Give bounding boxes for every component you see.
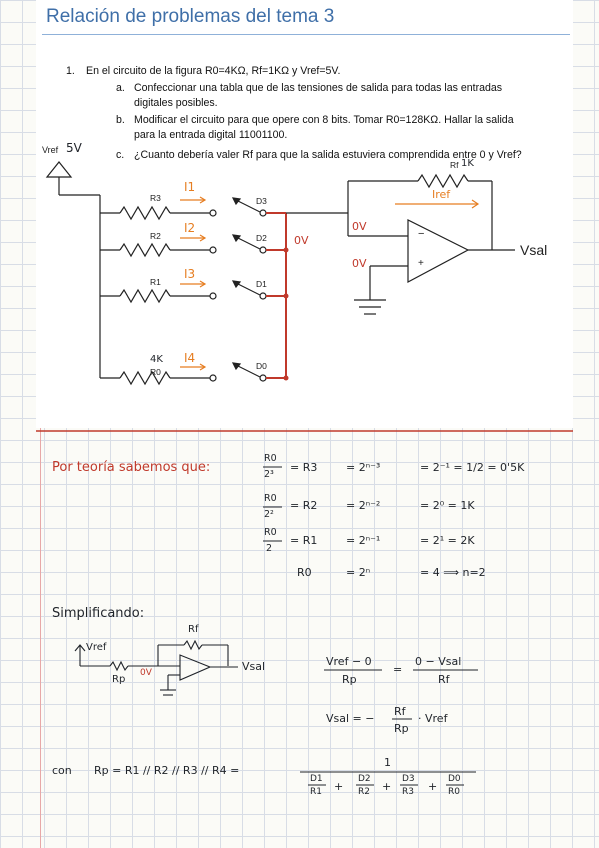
- problem-sheet: [36, 0, 573, 428]
- rp-numerator: 1: [384, 756, 391, 769]
- simplified-rp: Rp: [112, 674, 126, 685]
- resistor-r0-icon: [119, 370, 171, 386]
- simplified-rf: Rf: [188, 624, 199, 635]
- simplified-zero-volt: 0V: [140, 668, 152, 678]
- row4-val: = 4 ⟹ n=2: [420, 566, 486, 579]
- item-b-line2: para la entrada digital 11001100.: [134, 129, 288, 141]
- r1-label: R1: [150, 277, 161, 287]
- item-c-label: c.: [116, 149, 125, 161]
- vref-source-icon: [45, 161, 73, 178]
- rp-term3-bot: R3: [402, 787, 414, 797]
- con-word: con: [52, 764, 72, 777]
- item-a-line2: digitales posibles.: [134, 97, 218, 109]
- eq1-right-bot: Rf: [438, 673, 450, 686]
- eq1-equals: =: [393, 663, 403, 676]
- resistor-r2-icon: [119, 242, 171, 258]
- rp-term3-top: D3: [402, 774, 415, 784]
- row1-res: = R3: [290, 461, 318, 474]
- bus-zero-volt: 0V: [294, 234, 309, 247]
- rf-value: 1K: [461, 158, 474, 169]
- item-a-line1: Confeccionar una tabla que de las tensio…: [134, 82, 503, 94]
- row2-frac-bot: 2²: [264, 509, 274, 520]
- rp-term4-bot: R0: [448, 787, 460, 797]
- section-divider: [36, 430, 573, 432]
- rp-term4-top: D0: [448, 774, 461, 784]
- rf-label: Rf: [450, 160, 459, 170]
- r0-label: R0: [150, 367, 161, 377]
- switch-d0-icon: [237, 365, 261, 378]
- item-a-label: a.: [116, 82, 125, 94]
- rp-plus2: +: [382, 780, 392, 793]
- row1-frac-bot: 2³: [264, 469, 274, 480]
- row1-val: = 2⁻¹ = 1/2 = 0'5K: [420, 461, 525, 474]
- r0-value: 4K: [150, 354, 163, 365]
- row1-frac-top: R0: [264, 453, 277, 464]
- simplified-vsal: Vsal: [242, 660, 266, 673]
- row2-frac-top: R0: [264, 493, 277, 504]
- opamp-icon: [407, 219, 470, 283]
- notes-intro: Por teoría sabemos que:: [52, 460, 211, 475]
- eq2-left: Vsal = −: [326, 712, 375, 725]
- d1-label: D1: [256, 279, 267, 289]
- rp-term2-top: D2: [358, 774, 371, 784]
- row2-val: = 2⁰ = 1K: [420, 499, 475, 512]
- row1-pow: = 2ⁿ⁻³: [346, 461, 381, 474]
- problem-statement: En el circuito de la figura R0=4KΩ, Rf=1…: [86, 65, 341, 77]
- row3-res: = R1: [290, 534, 318, 547]
- item-b-line1: Modificar el circuito para que opere con…: [134, 114, 514, 126]
- rp-plus1: +: [334, 780, 344, 793]
- simplified-vref: Vref: [86, 642, 107, 653]
- d0-label: D0: [256, 361, 267, 371]
- resistor-r3-icon: [119, 205, 171, 221]
- rp-plus3: +: [428, 780, 438, 793]
- row2-pow: = 2ⁿ⁻²: [346, 499, 381, 512]
- eq1-left-bot: Rp: [342, 673, 357, 686]
- page-title: Relación de problemas del tema 3: [46, 6, 335, 27]
- row2-res: = R2: [290, 499, 318, 512]
- current-i1: I1: [184, 180, 196, 194]
- eq1-left-top: Vref − 0: [326, 655, 372, 668]
- opamp-minus: −: [418, 228, 425, 240]
- row3-val: = 2¹ = 2K: [420, 534, 475, 547]
- r2-label: R2: [150, 231, 161, 241]
- row4-res: R0: [297, 566, 312, 579]
- resistor-r1-icon: [119, 288, 171, 304]
- rp-term1-top: D1: [310, 774, 323, 784]
- opamp-plus: +: [418, 258, 424, 269]
- output-label: Vsal: [520, 242, 548, 258]
- row3-frac-top: R0: [264, 527, 277, 538]
- switch-d3-icon: [237, 200, 261, 213]
- resistor-rf-icon: [417, 173, 469, 189]
- row3-frac-bot: 2: [266, 543, 273, 554]
- eq1-right-top: 0 − Vsal: [415, 655, 462, 668]
- current-i3: I3: [184, 267, 196, 281]
- item-b-label: b.: [116, 114, 125, 126]
- rp-expression: Rp = R1 // R2 // R3 // R4 =: [94, 764, 240, 777]
- vref-label: Vref: [42, 145, 59, 155]
- switch-d2-icon: [237, 237, 261, 250]
- r3-label: R3: [150, 193, 161, 203]
- current-i2: I2: [184, 221, 196, 235]
- vref-value: 5V: [66, 141, 82, 155]
- item-c-line1: ¿Cuanto debería valer Rf para que la sal…: [134, 149, 522, 161]
- d2-label: D2: [256, 233, 267, 243]
- switch-d1-icon: [237, 283, 261, 296]
- rp-term2-bot: R2: [358, 787, 370, 797]
- eq2-frac-bot: Rp: [394, 722, 409, 735]
- plus-input-zero-volt: 0V: [352, 257, 367, 270]
- title-underline: [42, 34, 570, 35]
- problem-number: 1.: [66, 65, 75, 77]
- row4-pow: = 2ⁿ: [346, 566, 371, 579]
- iref-label: Iref: [432, 188, 451, 201]
- rp-term1-bot: R1: [310, 787, 322, 797]
- eq2-frac-top: Rf: [394, 705, 406, 718]
- d3-label: D3: [256, 196, 267, 206]
- current-i4: I4: [184, 351, 196, 365]
- simplify-heading: Simplificando:: [52, 606, 145, 621]
- row3-pow: = 2ⁿ⁻¹: [346, 534, 381, 547]
- minus-input-zero-volt: 0V: [352, 220, 367, 233]
- eq2-right: · Vref: [418, 712, 448, 725]
